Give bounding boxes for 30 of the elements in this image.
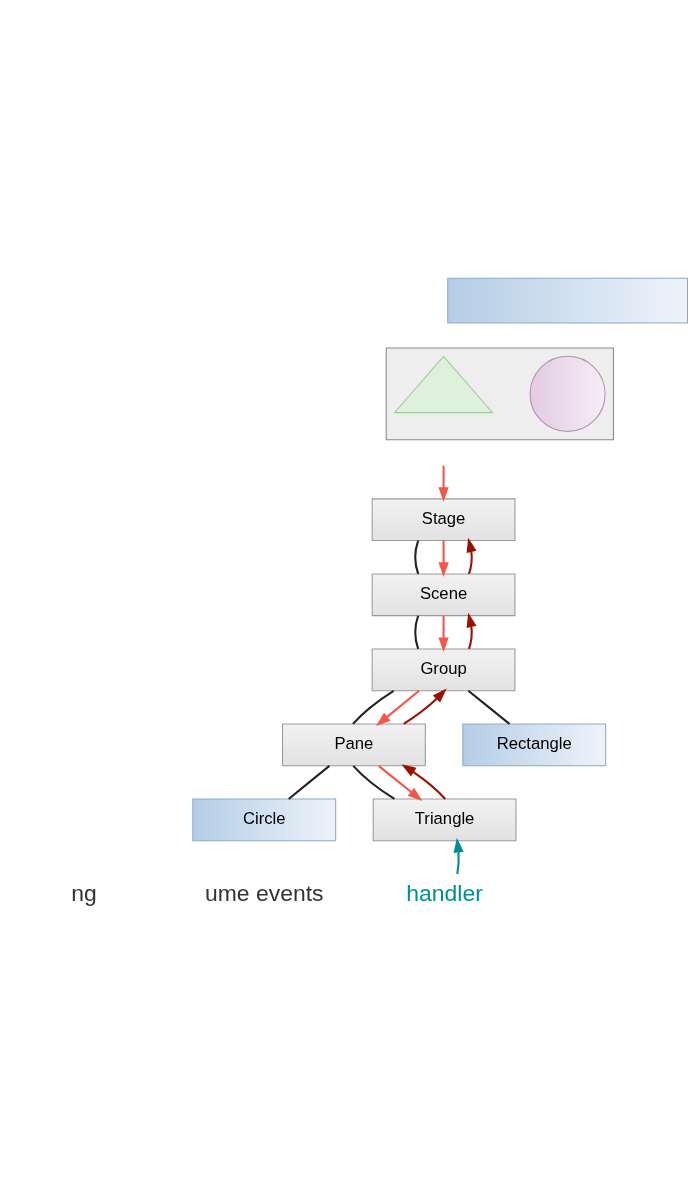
connector [352,764,396,800]
node-triangle [393,355,494,413]
node-bar [447,277,688,323]
node-box: Scene [371,572,516,616]
arrow [438,540,449,577]
label: ng [71,879,97,906]
arrow [401,763,446,800]
connector [352,689,395,725]
connector [414,614,420,649]
connector [414,539,420,574]
node-box: Group [371,647,516,691]
node-box: Rectangle [462,723,607,766]
arrow [378,764,423,801]
node-box: Pane [282,723,426,766]
arrow [466,537,477,574]
node-text: handler [406,879,483,906]
node-box: Circle [192,798,337,841]
arrow [375,689,420,726]
node-circle [529,355,606,432]
label: ume events [205,879,324,906]
connector [467,689,511,725]
arrow [438,615,449,652]
node-box: Triangle [372,798,517,841]
arrow [438,465,449,502]
arrow [466,612,477,649]
arrow [403,688,447,725]
connector [288,764,331,800]
cluster [385,347,614,440]
node-box: Stage [371,497,516,541]
arrow [453,837,464,874]
